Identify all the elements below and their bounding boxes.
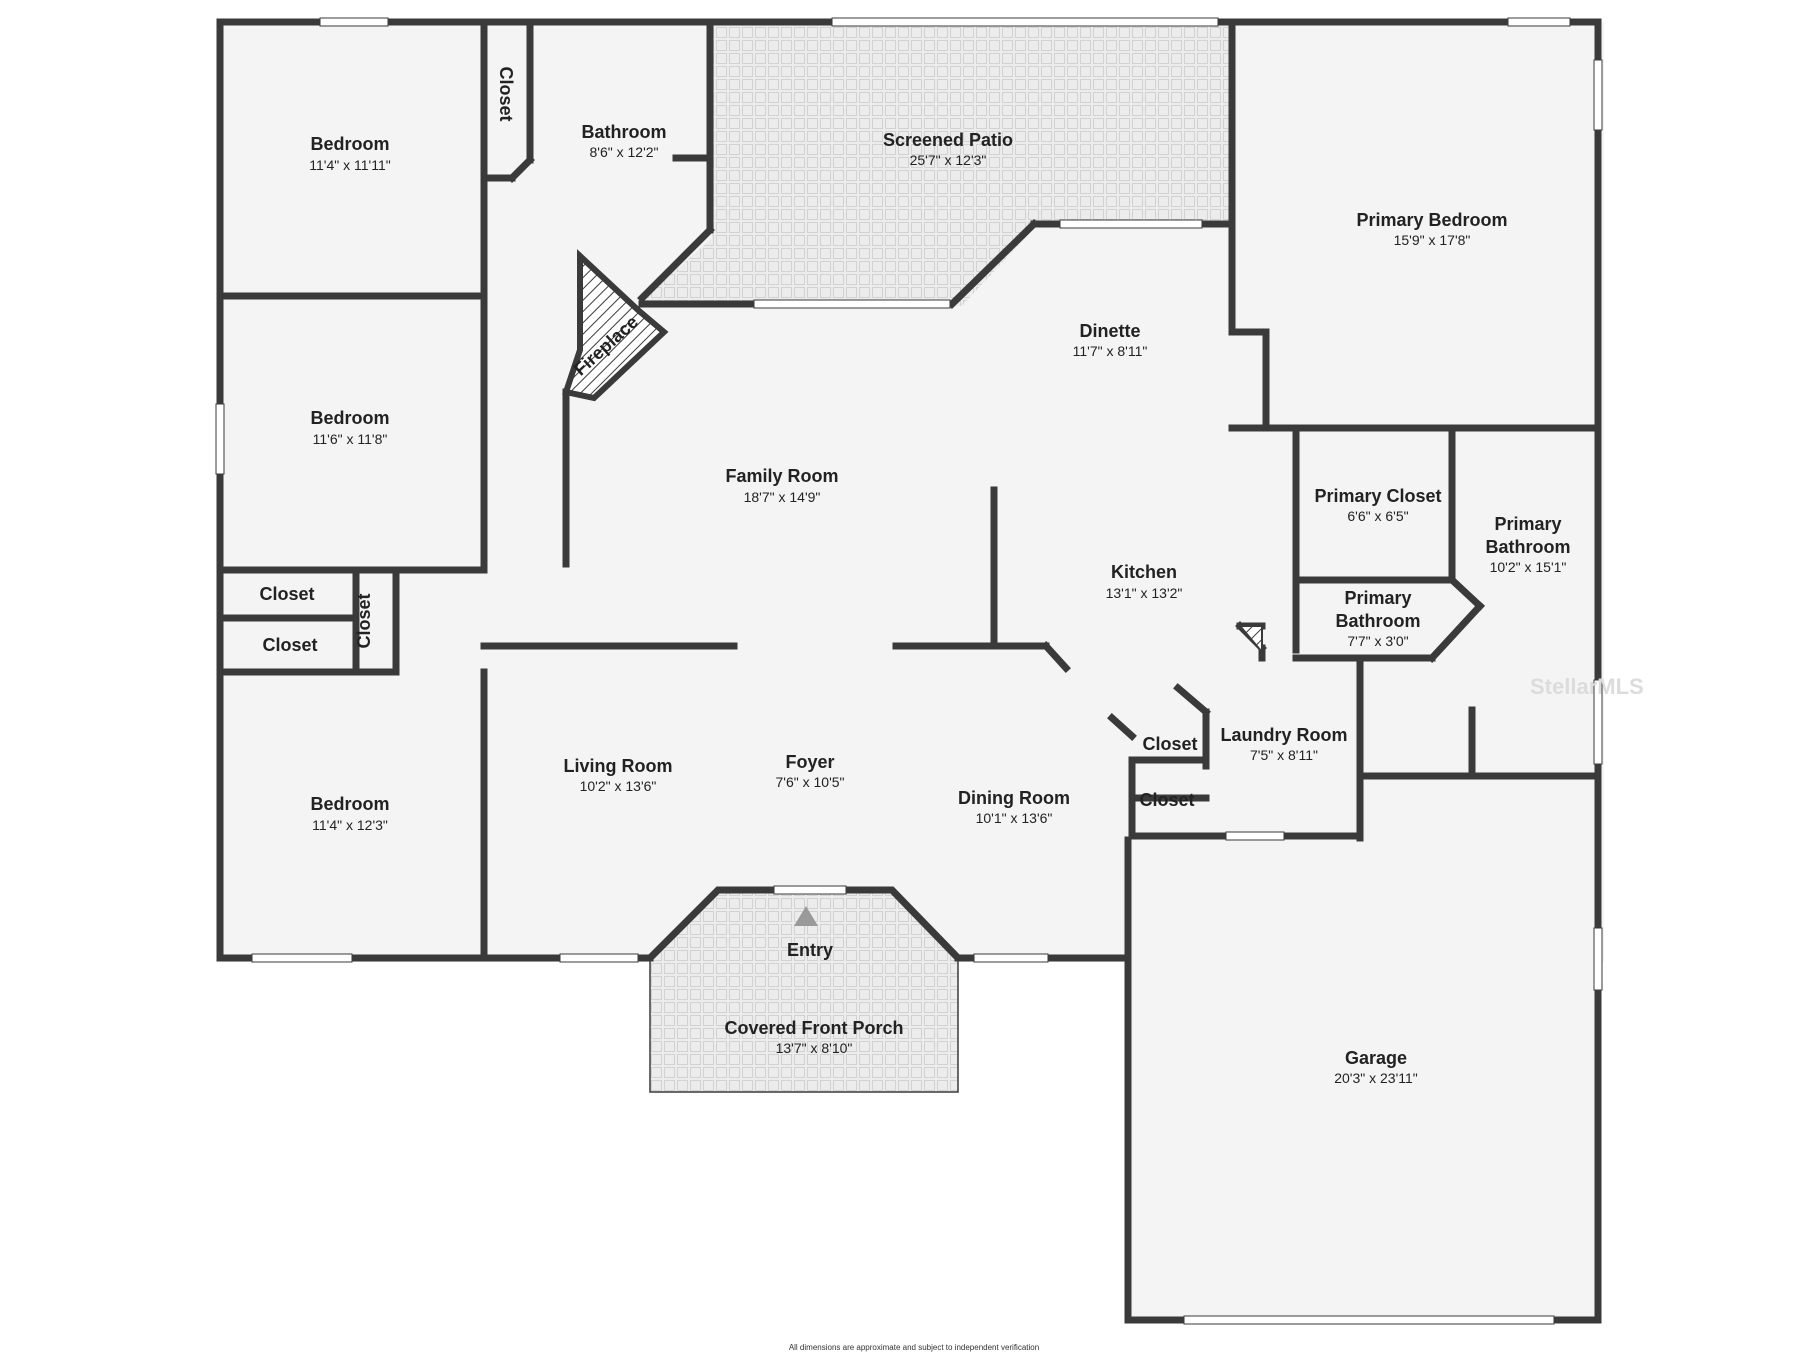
dinette-dims: 11'7" x 8'11"	[1073, 343, 1148, 359]
covered-porch-floor	[650, 890, 958, 1092]
kitchen-hatch-icon	[1237, 625, 1263, 655]
windows	[215, 17, 1603, 1325]
primary-bedroom-name: Primary Bedroom	[1356, 210, 1507, 230]
garage-door	[1183, 1315, 1555, 1325]
kitchen-dims: 13'1" x 13'2"	[1106, 585, 1183, 601]
covered-front-porch-dims: 13'7" x 8'10"	[776, 1040, 853, 1056]
window	[831, 17, 1219, 27]
screened-patio-name: Screened Patio	[883, 130, 1013, 150]
living-room-dims: 10'2" x 13'6"	[580, 778, 657, 794]
bathroom-name: Bathroom	[582, 122, 667, 142]
closet-top-label: Closet	[496, 66, 516, 121]
disclaimer: All dimensions are approximate and subje…	[789, 1343, 1039, 1352]
laundry-room-dims: 7'5" x 8'11"	[1250, 747, 1318, 763]
bedroom-sw-name: Bedroom	[310, 794, 389, 814]
garage-floor	[1130, 778, 1596, 1322]
garage-dims: 20'3" x 23'11"	[1334, 1070, 1418, 1086]
bedroom-nw-name: Bedroom	[310, 134, 389, 154]
primary-bedroom-dims: 15'9" x 17'8"	[1394, 232, 1471, 248]
primary-closet-name: Primary Closet	[1314, 486, 1441, 506]
primary-bathroom-small-name-1: Primary	[1344, 588, 1411, 608]
up-triangle-icon	[794, 906, 818, 926]
bedroom-w-dims: 11'6" x 11'8"	[313, 431, 388, 447]
primary-bathroom-large-dims: 10'2" x 15'1"	[1490, 559, 1567, 575]
foyer-name: Foyer	[785, 752, 834, 772]
closet-b-label: Closet	[262, 635, 317, 655]
porch-edge	[649, 958, 959, 1093]
window	[1593, 927, 1603, 991]
window	[1507, 17, 1571, 27]
screened-patio-dims: 25'7" x 12'3"	[910, 152, 987, 168]
garage-name: Garage	[1345, 1048, 1407, 1068]
window	[973, 953, 1049, 963]
front-door	[773, 885, 847, 895]
screened-patio-floor	[642, 22, 1232, 306]
primary-bathroom-large-name-1: Primary	[1494, 514, 1561, 534]
living-room-name: Living Room	[564, 756, 673, 776]
laundry-room-name: Laundry Room	[1220, 725, 1347, 745]
dinette-name: Dinette	[1079, 321, 1140, 341]
entry-label: Entry	[787, 940, 833, 960]
floor-areas	[220, 22, 1604, 1322]
family-room-dims: 18'7" x 14'9"	[744, 489, 821, 505]
dining-room-name: Dining Room	[958, 788, 1070, 808]
bedroom-w-name: Bedroom	[310, 408, 389, 428]
covered-front-porch-name: Covered Front Porch	[724, 1018, 903, 1038]
window	[1593, 679, 1603, 765]
primary-bathroom-small-dims: 7'7" x 3'0"	[1347, 633, 1408, 649]
family-room-name: Family Room	[725, 466, 838, 486]
closet-a-label: Closet	[259, 584, 314, 604]
foyer-dims: 7'6" x 10'5"	[776, 774, 845, 790]
bedroom-sw-dims: 11'4" x 12'3"	[312, 817, 388, 833]
stellar-mls-logo: StellarMLS	[1530, 674, 1644, 699]
primary-closet-dims: 6'6" x 6'5"	[1347, 508, 1408, 524]
kitchen-name: Kitchen	[1111, 562, 1177, 582]
bathroom-dims: 8'6" x 12'2"	[590, 144, 659, 160]
closet-d-label: Closet	[1142, 734, 1197, 754]
window	[559, 953, 639, 963]
primary-bathroom-small-name-2: Bathroom	[1336, 611, 1421, 631]
window	[251, 953, 353, 963]
door-opening	[1059, 219, 1203, 229]
closet-e-label: Closet	[1139, 790, 1194, 810]
primary-bathroom-large-name-2: Bathroom	[1486, 537, 1571, 557]
bedroom-nw-dims: 11'4" x 11'11"	[309, 157, 390, 173]
window	[215, 403, 225, 475]
window	[1225, 831, 1285, 841]
window	[1593, 59, 1603, 131]
closet-c-label: Closet	[354, 593, 374, 648]
dining-room-dims: 10'1" x 13'6"	[976, 810, 1053, 826]
door-opening	[753, 299, 951, 309]
window	[319, 17, 389, 27]
fireplace-hatch-icon	[562, 249, 669, 402]
